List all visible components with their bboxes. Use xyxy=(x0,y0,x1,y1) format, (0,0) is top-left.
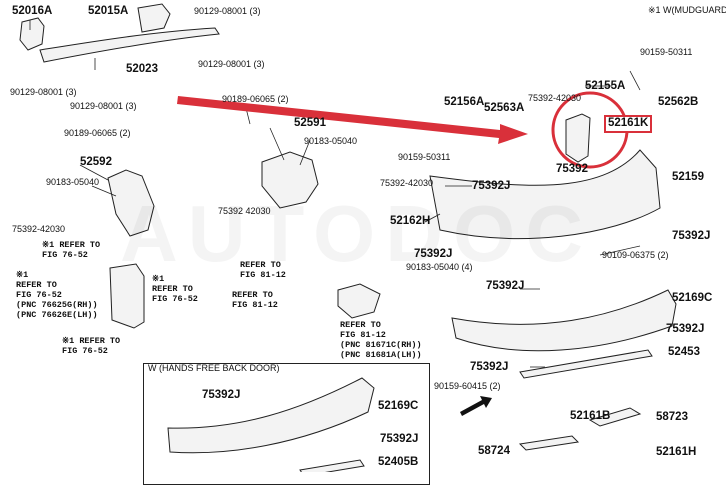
label-75392-mid: 75392 xyxy=(556,163,588,175)
label-52156a: 52156A xyxy=(444,96,485,108)
highlight-arrow xyxy=(177,96,528,144)
label-52016a: 52016A xyxy=(12,5,53,17)
label-90129-mid: 90129-08001 (3) xyxy=(198,59,265,69)
label-75392-center: 75392 42030 xyxy=(218,206,271,216)
header-note: ※1 W(MUDGUARD xyxy=(648,5,726,15)
label-52562b: 52562B xyxy=(658,96,699,108)
label-58723: 58723 xyxy=(656,411,688,423)
part-58724 xyxy=(518,435,580,451)
bumper-cover-52159 xyxy=(429,149,661,240)
label-90129-left: 90129-08001 (3) xyxy=(10,87,77,97)
label-52453: 52453 xyxy=(668,346,700,358)
part-52161k xyxy=(565,113,591,163)
inset-bumper-cover xyxy=(167,377,375,454)
label-75392j-f: 75392J xyxy=(470,361,509,373)
label-90159-right: 90159-50311 xyxy=(640,47,693,57)
mudguard xyxy=(109,263,145,329)
label-52159: 52159 xyxy=(672,171,704,183)
label-58724: 58724 xyxy=(478,445,510,457)
label-90129-bottom: 90129-08001 (3) xyxy=(70,101,137,111)
label-52155a: 52155A xyxy=(585,80,626,92)
label-90183-4: 90183-05040 (4) xyxy=(406,262,473,272)
label-75392j-c: 75392J xyxy=(672,230,711,242)
label-52591: 52591 xyxy=(294,117,326,129)
label-52169c: 52169C xyxy=(672,292,713,304)
label-75392j-g: 75392J xyxy=(202,389,241,401)
label-75392j-d: 75392J xyxy=(486,280,525,292)
label-90183-center: 90183-05040 xyxy=(304,136,358,146)
bracket-52016a xyxy=(19,17,45,51)
bracket-52015a xyxy=(137,3,171,33)
part-58723 xyxy=(588,407,642,427)
label-90109: 90109-06375 (2) xyxy=(602,250,669,260)
label-52592: 52592 xyxy=(80,156,112,168)
bumper-cover-52169c xyxy=(451,289,677,352)
label-75392j-e: 75392J xyxy=(666,323,705,335)
direction-arrow xyxy=(460,396,492,416)
lamp-bracket xyxy=(337,283,381,319)
label-52161b: 52161B xyxy=(570,410,611,422)
label-52161k: 52161K xyxy=(604,115,653,133)
label-75392-top: 75392-42030 xyxy=(528,93,582,103)
label-52161h: 52161H xyxy=(656,446,697,458)
label-75392-left: 75392-42030 xyxy=(12,224,66,234)
label-52023: 52023 xyxy=(126,63,158,75)
label-90189-left: 90189-06065 (2) xyxy=(64,128,131,138)
label-90129-top: 90129-08001 (3) xyxy=(194,6,261,16)
label-75392j-a: 75392J xyxy=(472,180,511,192)
retainer-52592 xyxy=(107,169,155,237)
label-75392-42030-mid: 75392-42030 xyxy=(380,178,434,188)
label-75392j-h: 75392J xyxy=(380,433,419,445)
watermark-text: AUTODOC xyxy=(120,188,593,280)
label-90183-left: 90183-05040 xyxy=(46,177,100,187)
label-90159-left: 90159-50311 xyxy=(398,152,451,162)
label-52169c-inset: 52169C xyxy=(378,400,419,412)
inset-title: W (HANDS FREE BACK DOOR) xyxy=(148,363,280,373)
reinforcement-52023 xyxy=(39,27,220,63)
label-90159-60415: 90159-60415 (2) xyxy=(434,381,501,391)
inset-bracket-52405b xyxy=(299,459,365,472)
bracket-52453 xyxy=(519,349,653,379)
retainer-52591 xyxy=(261,151,319,209)
label-52162h: 52162H xyxy=(390,215,431,227)
label-52563a: 52563A xyxy=(484,102,525,114)
label-52015a: 52015A xyxy=(88,5,129,17)
parts-diagram xyxy=(19,3,677,472)
label-75392j-b: 75392J xyxy=(414,248,453,260)
label-52405b: 52405B xyxy=(378,456,419,468)
label-90189-center: 90189-06065 (2) xyxy=(222,94,289,104)
